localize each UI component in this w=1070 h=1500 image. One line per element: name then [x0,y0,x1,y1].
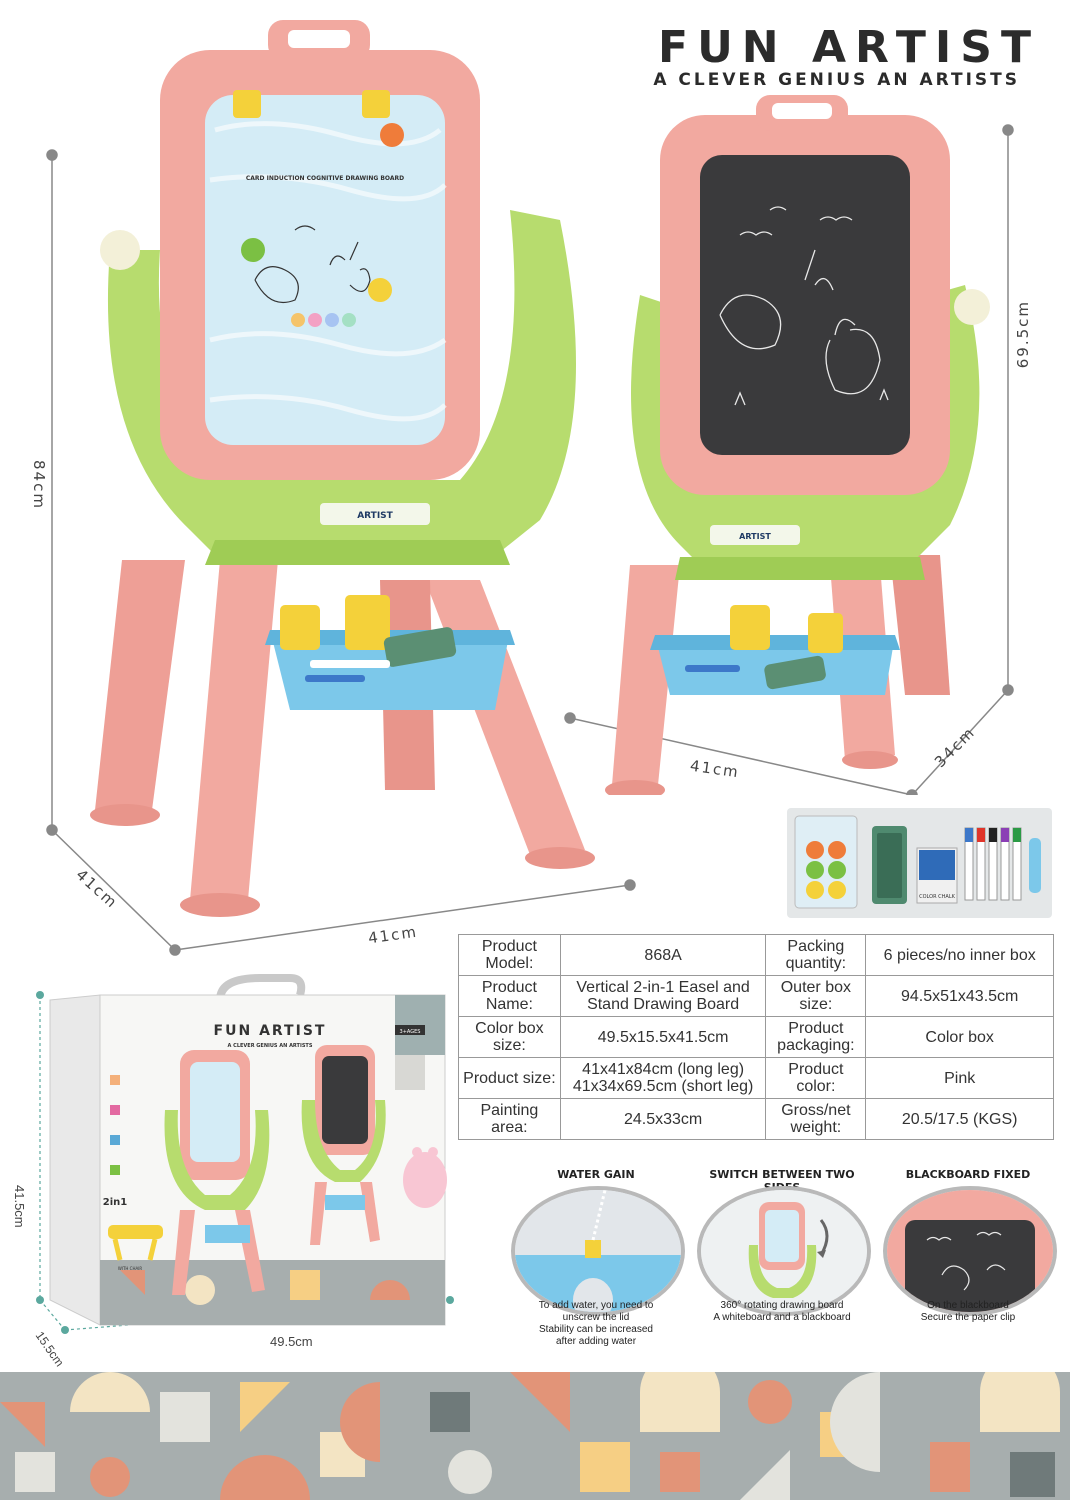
short-easel-dimension-lines [564,124,1014,795]
table-row: Color box size: 49.5x15.5x41.5cm Product… [458,1016,1054,1058]
spec-value: 41x41x84cm (long leg) 41x34x69.5cm (shor… [559,1057,767,1099]
spec-value: 6 pieces/no inner box [865,934,1054,976]
feature-title-blackboard-fixed: BLACKBOARD FIXED [905,1168,1031,1181]
spec-label: Gross/net weight: [765,1098,867,1140]
spec-label: Packing quantity: [765,934,867,976]
table-row: Product size: 41x41x84cm (long leg) 41x3… [458,1057,1054,1099]
spec-label: Color box size: [458,1016,561,1058]
spec-value: 24.5x33cm [559,1098,767,1140]
spec-value: 20.5/17.5 (KGS) [865,1098,1054,1140]
marker-set [964,827,1022,901]
spec-label: Product size: [458,1057,561,1099]
spec-value: 49.5x15.5x41.5cm [559,1016,767,1058]
dim-right-height: 69.5cm [1014,300,1032,369]
accessories-panel: COLOR CHALK [787,808,1052,918]
spec-label: Product color: [765,1057,867,1099]
spec-value: Color box [865,1016,1054,1058]
feature-switch-sides-image [697,1186,871,1316]
feature-title-water-gain: WATER GAIN [557,1168,635,1181]
tall-easel-legs [95,560,585,900]
page-subtitle: A CLEVER GENIUS AN ARTISTS [653,70,1020,90]
tall-easel-badge: ARTIST [357,511,393,521]
board-text: CARD INDUCTION COGNITIVE DRAWING BOARD [246,175,404,182]
dim-box-height: 41.5cm [12,1185,27,1228]
board-doodles [254,225,371,304]
table-row: Painting area: 24.5x33cm Gross/net weigh… [458,1098,1054,1140]
package-illustration: FUN ARTIST A CLEVER GENIUS AN ARTISTS 3+… [36,974,454,1334]
package-2in1: 2in1 [103,1197,128,1208]
package-title: FUN ARTIST [214,1023,327,1039]
spec-label: Outer box size: [765,975,867,1017]
package-color-swatches [110,1075,120,1175]
feature-caption-switch-sides: 360° rotating drawing board A whiteboard… [713,1300,851,1323]
package-with-chair: WITH CHAIR [118,1266,143,1271]
feature-blackboard-fixed-image [883,1186,1057,1316]
decorative-pattern-band [0,1372,1070,1500]
table-row: Product Model: 868A Packing quantity: 6 … [458,934,1054,976]
package-subtitle: A CLEVER GENIUS AN ARTISTS [228,1043,313,1049]
package-age-badge: 3+AGES [400,1029,421,1035]
chalk-box-label: COLOR CHALK [919,894,955,900]
dim-left-height: 84cm [30,460,48,510]
board-character-magnets [291,313,356,327]
spec-value: 94.5x51x43.5cm [865,975,1054,1017]
spec-label: Product packaging: [765,1016,867,1058]
short-easel-illustration: ARTIST [564,95,1014,795]
page-title: FUN ARTIST [658,22,1040,73]
spec-label: Painting area: [458,1098,561,1140]
accessories-illustration: COLOR CHALK [794,815,1041,909]
spec-value: 868A [559,934,767,976]
spec-label: Product Name: [458,975,561,1017]
table-row: Product Name: Vertical 2-in-1 Easel and … [458,975,1054,1017]
tall-easel-dimension-lines [46,149,636,956]
feature-caption-blackboard-fixed: On the blackboard Secure the paper clip [920,1300,1016,1323]
chalk-doodles [719,206,889,406]
spec-table: Product Model: 868A Packing quantity: 6 … [458,934,1054,1140]
dim-box-width: 49.5cm [270,1334,313,1349]
spec-label: Product Model: [458,934,561,976]
spec-value: Vertical 2-in-1 Easel and Stand Drawing … [559,975,767,1017]
tall-easel-illustration: CARD INDUCTION COGNITIVE DRAWING BOARD A… [46,20,636,956]
feature-caption-water-gain: To add water, you need to unscrew the li… [538,1300,654,1347]
feature-water-gain-image [511,1186,685,1316]
short-easel-badge: ARTIST [739,532,771,541]
spec-value: Pink [865,1057,1054,1099]
